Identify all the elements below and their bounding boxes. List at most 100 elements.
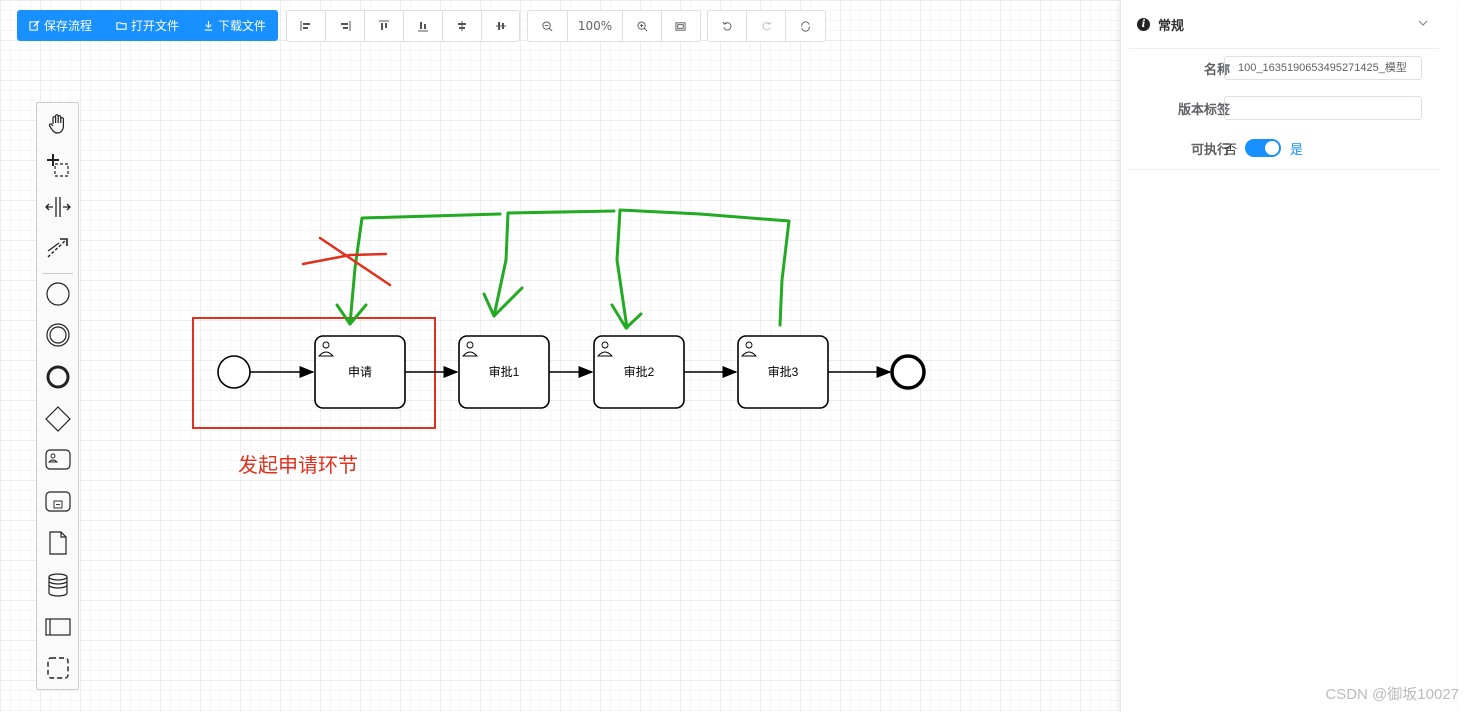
participant-icon bbox=[44, 618, 71, 636]
connect-tool-icon bbox=[47, 238, 68, 258]
align-center-button[interactable] bbox=[443, 11, 482, 41]
general-section-header[interactable]: i 常规 bbox=[1129, 0, 1439, 49]
version-label: 版本标签 bbox=[1177, 102, 1230, 118]
data-object-icon bbox=[48, 531, 67, 555]
align-right-icon bbox=[341, 21, 351, 31]
user-icon bbox=[597, 341, 613, 357]
align-left-button[interactable] bbox=[287, 11, 326, 41]
end-event-icon bbox=[46, 365, 69, 389]
subprocess-icon bbox=[44, 491, 71, 512]
data-store-icon bbox=[47, 573, 68, 597]
task-label: 审批1 bbox=[489, 364, 520, 379]
annotation-text: 发起申请环节 bbox=[238, 453, 358, 477]
zoom-button-group: 100% bbox=[527, 10, 701, 42]
align-top-button[interactable] bbox=[365, 11, 404, 41]
modeler-canvas[interactable] bbox=[0, 0, 1120, 712]
hand-tool[interactable] bbox=[37, 107, 78, 141]
create-data-store[interactable] bbox=[37, 568, 78, 602]
version-input[interactable] bbox=[1224, 96, 1422, 120]
space-tool-icon bbox=[44, 197, 71, 217]
space-tool[interactable] bbox=[37, 190, 78, 224]
fit-viewport-button[interactable] bbox=[662, 11, 698, 41]
executable-row: 可执行 否 是 bbox=[1121, 135, 1456, 161]
task-label: 审批2 bbox=[624, 364, 655, 379]
properties-panel: i 常规 名称 100_1635190653495271425_模型 版本标签 … bbox=[1120, 0, 1456, 712]
executable-off-text[interactable]: 否 bbox=[1224, 142, 1238, 158]
align-bottom-button[interactable] bbox=[404, 11, 443, 41]
user-icon bbox=[318, 341, 334, 357]
hand-tool-icon bbox=[48, 114, 64, 134]
create-end-event[interactable] bbox=[37, 360, 78, 394]
create-user-task[interactable] bbox=[37, 443, 78, 477]
user-task-approve1[interactable]: 审批1 bbox=[458, 335, 550, 409]
green-annotation-arrows bbox=[335, 208, 791, 330]
lasso-tool-icon bbox=[46, 154, 69, 177]
start-event-icon bbox=[45, 282, 70, 306]
restart-button[interactable] bbox=[786, 11, 825, 41]
zoom-in-button[interactable] bbox=[623, 11, 662, 41]
user-task-icon bbox=[44, 449, 71, 470]
undo-button[interactable] bbox=[708, 11, 747, 41]
name-row: 名称 100_1635190653495271425_模型 bbox=[1121, 55, 1456, 81]
section-divider bbox=[1129, 169, 1439, 170]
name-label: 名称 bbox=[1203, 62, 1230, 78]
open-file-button[interactable]: 打开文件 bbox=[104, 10, 191, 41]
start-event[interactable] bbox=[217, 355, 251, 389]
annotation-box bbox=[192, 317, 436, 429]
bpmn-diagram: 申请 审批1 审批2 审批3 bbox=[192, 208, 926, 429]
name-input[interactable]: 100_1635190653495271425_模型 bbox=[1224, 56, 1422, 80]
end-event[interactable] bbox=[890, 354, 926, 390]
align-button-group bbox=[286, 10, 520, 42]
zoom-level-text: 100% bbox=[577, 19, 613, 33]
save-process-button[interactable]: 保存流程 bbox=[17, 10, 104, 41]
user-task-approve3[interactable]: 审批3 bbox=[737, 335, 829, 409]
section-title: 常规 bbox=[1158, 18, 1185, 34]
watermark: CSDN @御坂10027 bbox=[1325, 686, 1459, 703]
zoom-out-button[interactable] bbox=[528, 11, 568, 41]
create-participant[interactable] bbox=[37, 610, 78, 644]
create-intermediate-event[interactable] bbox=[37, 318, 78, 352]
group-icon bbox=[46, 657, 69, 679]
open-file-label: 打开文件 bbox=[130, 19, 179, 33]
align-middle-button[interactable] bbox=[482, 11, 519, 41]
user-icon bbox=[462, 341, 478, 357]
global-connect-tool[interactable] bbox=[37, 231, 78, 265]
user-task-apply[interactable]: 申请 bbox=[314, 335, 406, 409]
restart-icon bbox=[801, 20, 810, 32]
align-top-icon bbox=[379, 20, 389, 30]
create-start-event[interactable] bbox=[37, 277, 78, 311]
redo-button[interactable] bbox=[747, 11, 786, 41]
element-palette bbox=[36, 102, 79, 690]
user-task-approve2[interactable]: 审批2 bbox=[593, 335, 685, 409]
create-group[interactable] bbox=[37, 651, 78, 685]
executable-label: 可执行 bbox=[1190, 142, 1230, 158]
executable-switch[interactable] bbox=[1245, 139, 1281, 157]
create-data-object[interactable] bbox=[37, 526, 78, 560]
history-button-group bbox=[707, 10, 826, 42]
chevron-down-icon bbox=[1418, 20, 1428, 26]
undo-icon bbox=[722, 21, 731, 30]
zoom-level-display: 100% bbox=[568, 11, 623, 41]
align-middle-icon bbox=[495, 22, 506, 30]
create-exclusive-gateway[interactable] bbox=[37, 402, 78, 436]
align-bottom-icon bbox=[418, 22, 428, 32]
download-file-button[interactable]: 下载文件 bbox=[191, 10, 278, 41]
download-icon bbox=[204, 20, 213, 31]
create-subprocess[interactable] bbox=[37, 485, 78, 519]
align-right-button[interactable] bbox=[326, 11, 365, 41]
palette-separator bbox=[42, 273, 73, 274]
executable-on-text[interactable]: 是 bbox=[1290, 142, 1304, 158]
folder-icon bbox=[116, 22, 127, 30]
gateway-icon bbox=[44, 406, 71, 432]
file-button-group: 保存流程 打开文件 下载文件 bbox=[17, 10, 278, 41]
fit-icon bbox=[674, 21, 686, 31]
download-file-label: 下载文件 bbox=[217, 19, 266, 33]
switch-knob bbox=[1265, 141, 1279, 155]
task-label: 申请 bbox=[348, 365, 372, 379]
lasso-tool[interactable] bbox=[37, 148, 78, 182]
align-left-icon bbox=[300, 21, 310, 31]
edit-icon bbox=[29, 20, 40, 31]
redo-icon bbox=[762, 21, 771, 30]
user-icon bbox=[741, 341, 757, 357]
task-label: 审批3 bbox=[768, 364, 799, 379]
